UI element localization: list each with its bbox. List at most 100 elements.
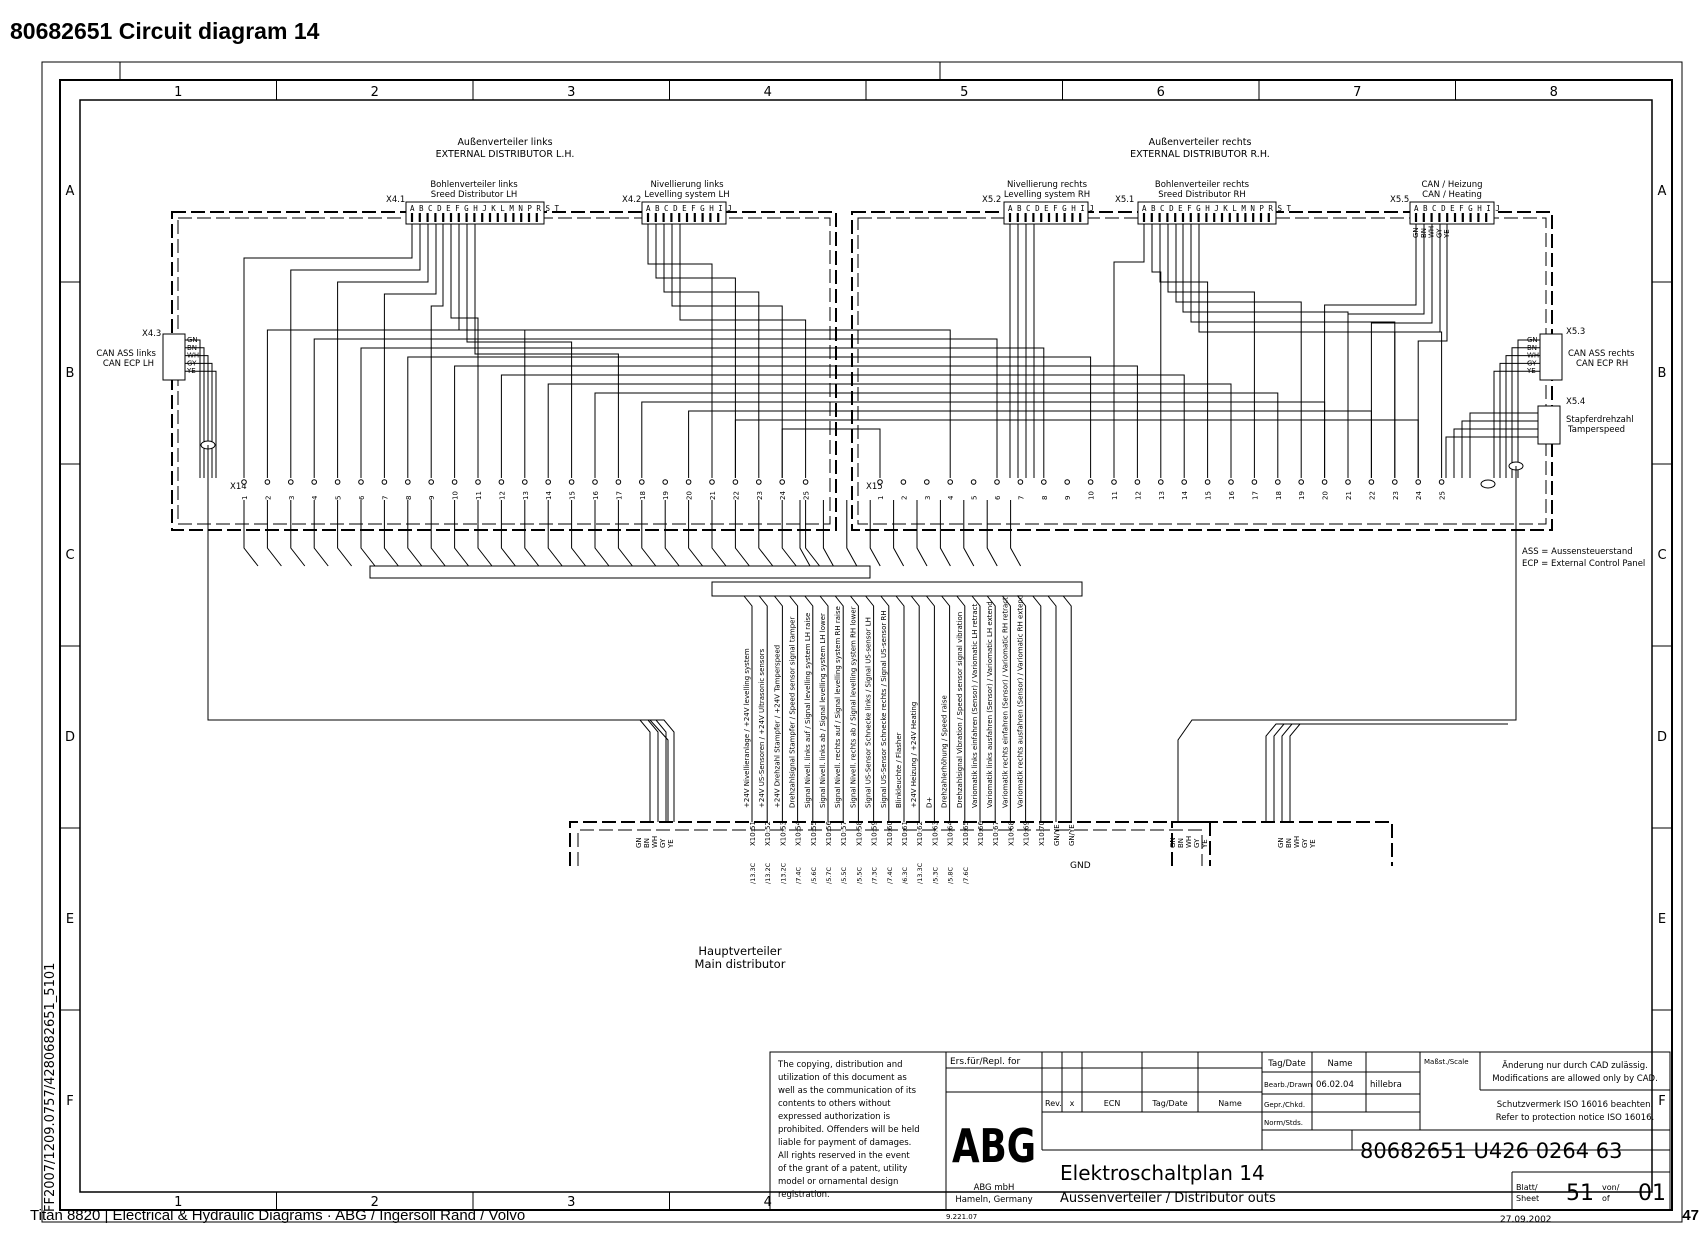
terminal-number: 19	[1298, 491, 1306, 500]
terminal-number: 20	[686, 491, 694, 500]
wire-color-label: YE	[667, 839, 675, 849]
signal-terminal: X10:51	[749, 821, 757, 846]
wire-color-label: BN	[643, 838, 651, 848]
wire-color-label: GY	[1193, 838, 1201, 848]
terminal-number: 7	[1017, 496, 1025, 500]
svg-text:Name: Name	[1327, 1059, 1352, 1069]
terminal-number: 7	[381, 496, 389, 500]
grid-row-label: A	[66, 184, 75, 199]
terminal-number: 4	[311, 495, 319, 500]
terminal-number: 1	[241, 496, 249, 500]
drawing-number: 80682651 U426 0264 63	[1360, 1139, 1623, 1163]
grid-col-label: 6	[1157, 85, 1165, 100]
svg-text:CAN ECP LH: CAN ECP LH	[103, 359, 154, 369]
signal-ref: /6.3C	[901, 866, 909, 884]
title-block: The copying, distribution andutilization…	[769, 1051, 1671, 1225]
terminal-number: 15	[1205, 491, 1213, 500]
signal-terminal: X10:53	[779, 821, 787, 846]
legend-ecp: ECP = External Control Panel	[1522, 559, 1645, 569]
grid-row-label: A	[1658, 184, 1667, 199]
terminal-number: 11	[1111, 491, 1119, 500]
terminal-number: 15	[569, 491, 577, 500]
svg-text:A B C D E F G H J K L M N P R: A B C D E F G H J K L M N P R S T	[1142, 204, 1291, 213]
legend-ass: ASS = Aussensteuerstand	[1522, 547, 1633, 557]
sheet-number: 51	[1566, 1181, 1594, 1206]
terminal-number: 14	[1181, 491, 1189, 500]
signal-label: D+	[925, 797, 933, 808]
footer-text: Titan 8820 | Electrical & Hydraulic Diag…	[30, 1207, 526, 1224]
signal-terminal: X10:56	[825, 820, 833, 846]
terminal-number: 1	[877, 496, 885, 500]
svg-text:von/: von/	[1602, 1183, 1620, 1192]
terminal-number: 21	[1345, 491, 1353, 500]
signal-terminal: X10:66	[977, 820, 985, 846]
copyright-line: registration.	[778, 1190, 830, 1200]
grid-col-label: 4	[764, 85, 772, 100]
signal-terminal: X10:62	[916, 821, 924, 846]
grid-col-label: 7	[1353, 85, 1361, 100]
terminal-number: 24	[779, 491, 787, 500]
right-distributor-title-en: EXTERNAL DISTRIBUTOR R.H.	[1130, 149, 1270, 160]
svg-text:X5.2: X5.2	[982, 195, 1001, 205]
terminal-number: 11	[475, 491, 483, 500]
grid-row-label: B	[66, 366, 75, 381]
signal-terminal: X10:69	[1023, 821, 1031, 846]
svg-text:X4.1: X4.1	[386, 195, 405, 205]
svg-text:Maßst./Scale: Maßst./Scale	[1424, 1058, 1469, 1066]
signal-ref: /7.3C	[871, 866, 879, 884]
svg-text:Schutzvermerk ISO 16016 beacht: Schutzvermerk ISO 16016 beachten.	[1497, 1100, 1653, 1110]
signal-terminal: X10:67	[992, 821, 1000, 846]
svg-text:of: of	[1602, 1194, 1610, 1203]
signal-label: Blinkleuchte / Flasher	[895, 732, 903, 808]
svg-text:Stapferdrehzahl: Stapferdrehzahl	[1566, 415, 1634, 425]
terminal-number: 17	[615, 491, 623, 500]
svg-text:Refer to protection notice ISO: Refer to protection notice ISO 16016.	[1496, 1113, 1654, 1123]
svg-text:CAN / Heating: CAN / Heating	[1422, 190, 1482, 200]
svg-text:ECN: ECN	[1104, 1099, 1121, 1108]
cable-bundle	[369, 565, 1083, 597]
svg-text:CAN ASS rechts: CAN ASS rechts	[1568, 349, 1635, 359]
left-distributor-title-en: EXTERNAL DISTRIBUTOR L.H.	[436, 149, 575, 160]
grid-row-label: C	[65, 548, 74, 563]
connector-x41: Bohlenverteiler links Sreed Distributor …	[386, 180, 559, 225]
signal-list: +24V Nivellieranlage / +24V levelling sy…	[743, 595, 1076, 884]
svg-text:Name: Name	[1218, 1099, 1242, 1108]
signal-ref: /5.6C	[810, 866, 818, 884]
signal-terminal: X10:52	[764, 821, 772, 846]
terminal-number: 2	[264, 496, 272, 500]
grid-col-label: 3	[567, 85, 575, 100]
svg-text:Gepr./Chkd.: Gepr./Chkd.	[1264, 1101, 1305, 1109]
grid-col-label: 4	[764, 1195, 772, 1210]
signal-terminal: X10:59	[871, 821, 879, 846]
wire-color-label: YE	[1201, 839, 1209, 849]
svg-text:X5.3: X5.3	[1566, 327, 1585, 337]
terminal-number: 25	[1439, 491, 1447, 500]
connector-x54: X5.4 Stapferdrehzahl Tamperspeed	[1537, 397, 1634, 445]
svg-text:A B C D E F G H I J: A B C D E F G H I J	[1008, 204, 1094, 213]
svg-text:Bohlenverteiler links: Bohlenverteiler links	[430, 180, 518, 190]
terminal-number: 23	[1392, 491, 1400, 500]
signal-ref: /5.7C	[825, 866, 833, 884]
copyright-line: utilization of this document as	[778, 1073, 907, 1083]
terminal-number: 12	[1134, 491, 1142, 500]
svg-text:Levelling system LH: Levelling system LH	[644, 190, 729, 200]
signal-terminal: X10:57	[840, 821, 848, 846]
grid-col-label: 1	[174, 1195, 182, 1210]
signal-terminal: GN/YE	[1068, 824, 1076, 846]
svg-text:Bearb./Drawn: Bearb./Drawn	[1264, 1081, 1312, 1089]
terminal-number: 6	[994, 495, 1002, 500]
signal-terminal: X10:68	[1007, 821, 1015, 846]
signal-ref: /5.8C	[947, 866, 955, 884]
svg-text:9.221.07: 9.221.07	[946, 1213, 977, 1221]
signal-ref: /5.5C	[855, 866, 863, 884]
signal-terminal: X10:63	[931, 821, 939, 846]
terminal-number: 16	[592, 491, 600, 500]
terminal-number: 20	[1322, 491, 1330, 500]
copyright-line: prohibited. Offenders will be held	[778, 1125, 920, 1135]
abg-logo: ABG	[952, 1119, 1036, 1173]
copyright-line: model or ornamental design	[778, 1177, 898, 1187]
wire-color-label: BN	[1285, 838, 1293, 848]
